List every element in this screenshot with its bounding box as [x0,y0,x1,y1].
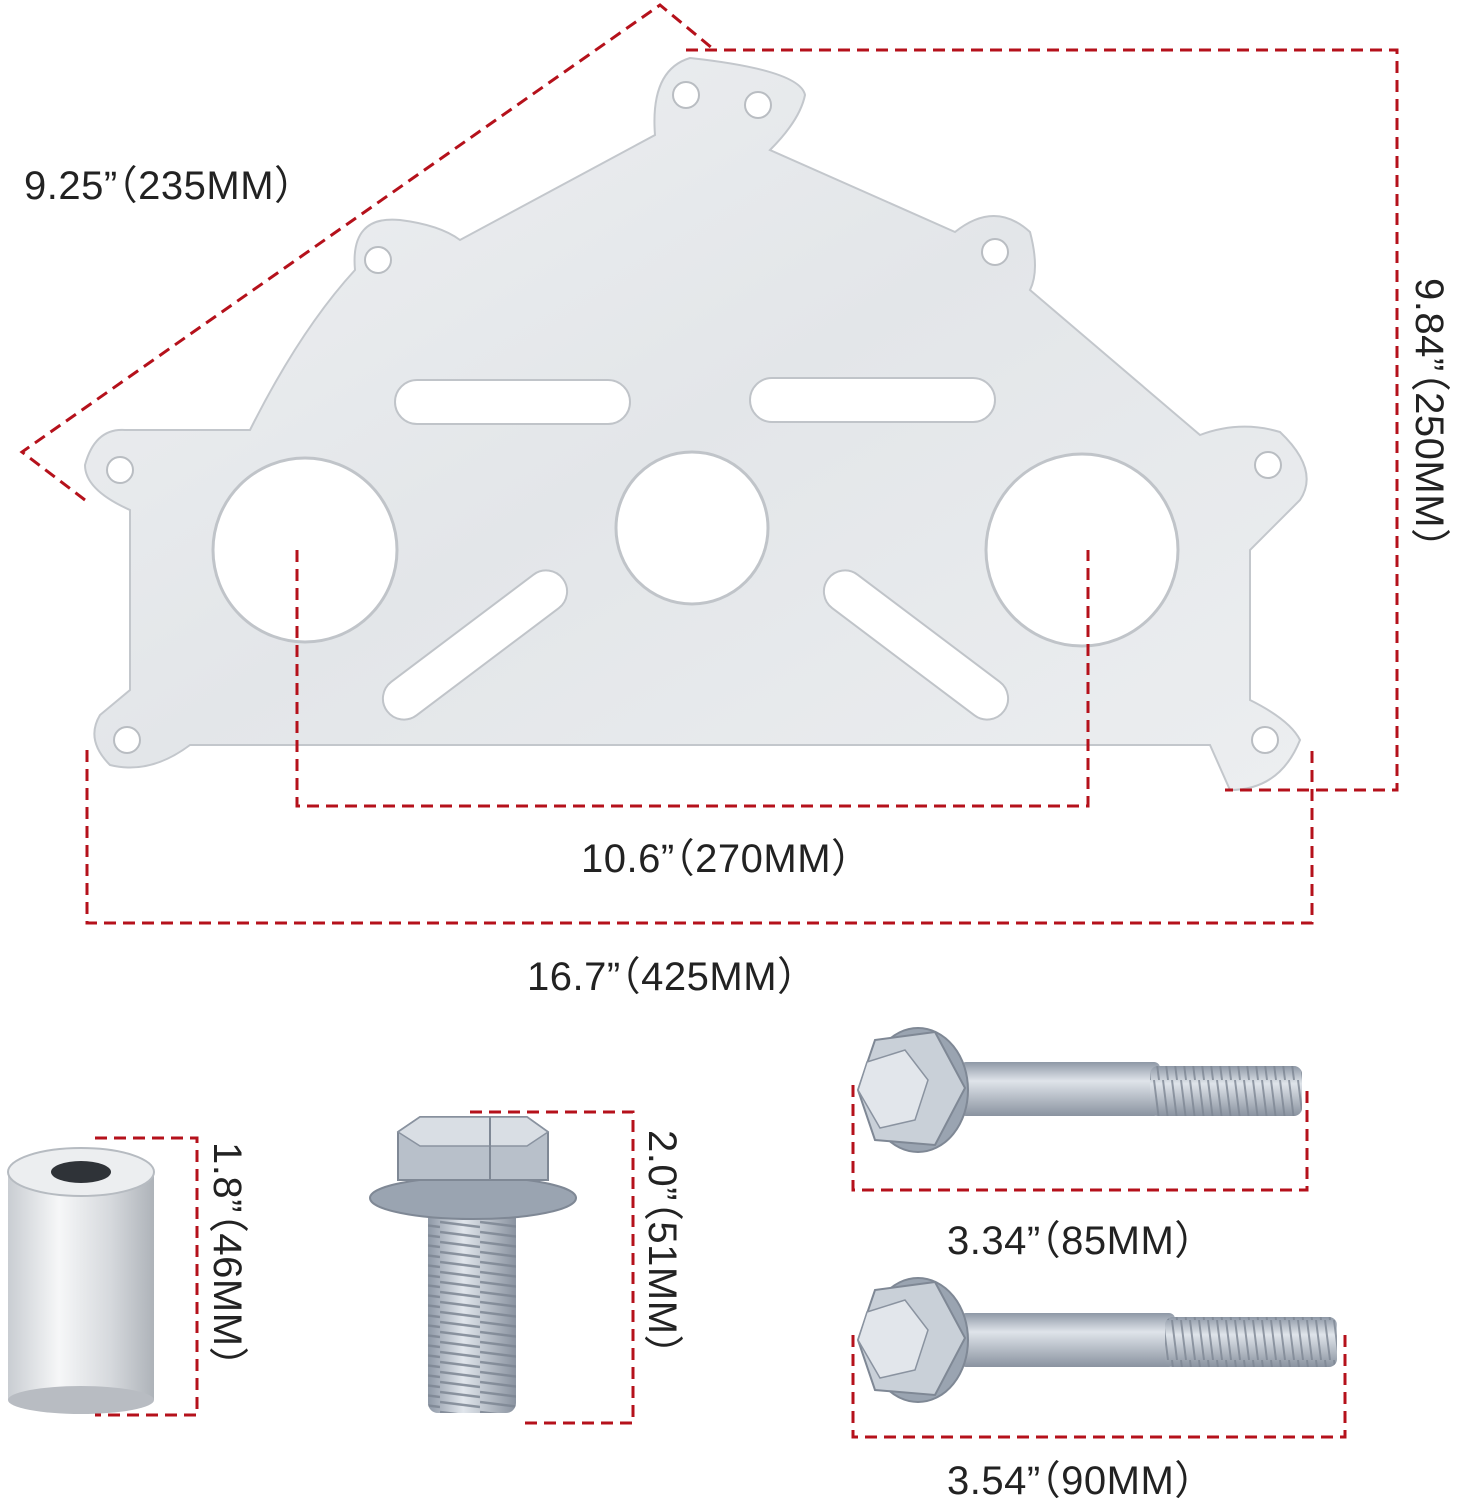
plate-hole [113,726,141,754]
diagonal-dimension-line [19,3,713,502]
bolt-90-dimension-line [851,1335,1347,1439]
hole-spacing-label: 10.6”（270MM） [581,837,872,881]
plate-large-hole [984,452,1180,648]
plate-slot [381,569,569,721]
plate-hole [1254,451,1282,479]
plate-hole [981,238,1009,266]
plate-large-hole [614,450,770,606]
bolt-85-dimension-line [851,1085,1309,1192]
flange-hex-bolt-85mm [856,1027,1302,1153]
plate-slot [394,379,631,425]
width-dimension-line [85,750,1314,925]
spacer-bore [51,1161,111,1183]
bolt-85-hex-face [857,1049,929,1129]
plate-height-label: 9.84”（250MM） [1407,278,1451,569]
bolt-90-thread-lines [1165,1317,1337,1367]
flange-hex-bolt-short [369,1116,577,1413]
plate-slot [749,377,996,423]
plate-hole [744,91,772,119]
short-bolt-hex-face [396,1116,550,1147]
plate-hole [672,81,700,109]
mounting-plate [83,56,1308,792]
hole-spacing-dimension-line [295,550,1090,808]
spacer-length-label: 1.8”（46MM） [205,1142,249,1388]
bolt-85-length-label: 3.34”（85MM） [947,1219,1215,1263]
bolt-90-shank [960,1313,1175,1367]
bolt-85-shank [960,1062,1160,1116]
short-bolt-dimension-line [470,1110,635,1425]
plate-hole [364,246,392,274]
short-bolt-flange [369,1176,577,1220]
bolt-85-thread-lines [1150,1066,1302,1116]
spacer-body [8,1172,154,1400]
plate-hole [106,456,134,484]
plate-large-hole [211,456,399,644]
plate-dimension-lines [19,3,1399,925]
bolt-90-hex-face [857,1299,929,1379]
cylindrical-spacer [7,1147,155,1414]
spacer-dimension-line [95,1136,199,1417]
flange-hex-bolt-90mm [856,1277,1337,1403]
plate-diagonal-label: 9.25”（235MM） [24,164,315,208]
short-bolt-thread-lines [428,1208,516,1413]
short-bolt-length-label: 2.0”（51MM） [640,1130,684,1376]
plate-slot [822,569,1010,721]
plate-width-label: 16.7”（425MM） [527,955,818,999]
bolt-90-length-label: 3.54”（90MM） [947,1459,1215,1503]
plate-hole [1251,726,1279,754]
spacer-bottom [8,1386,154,1414]
